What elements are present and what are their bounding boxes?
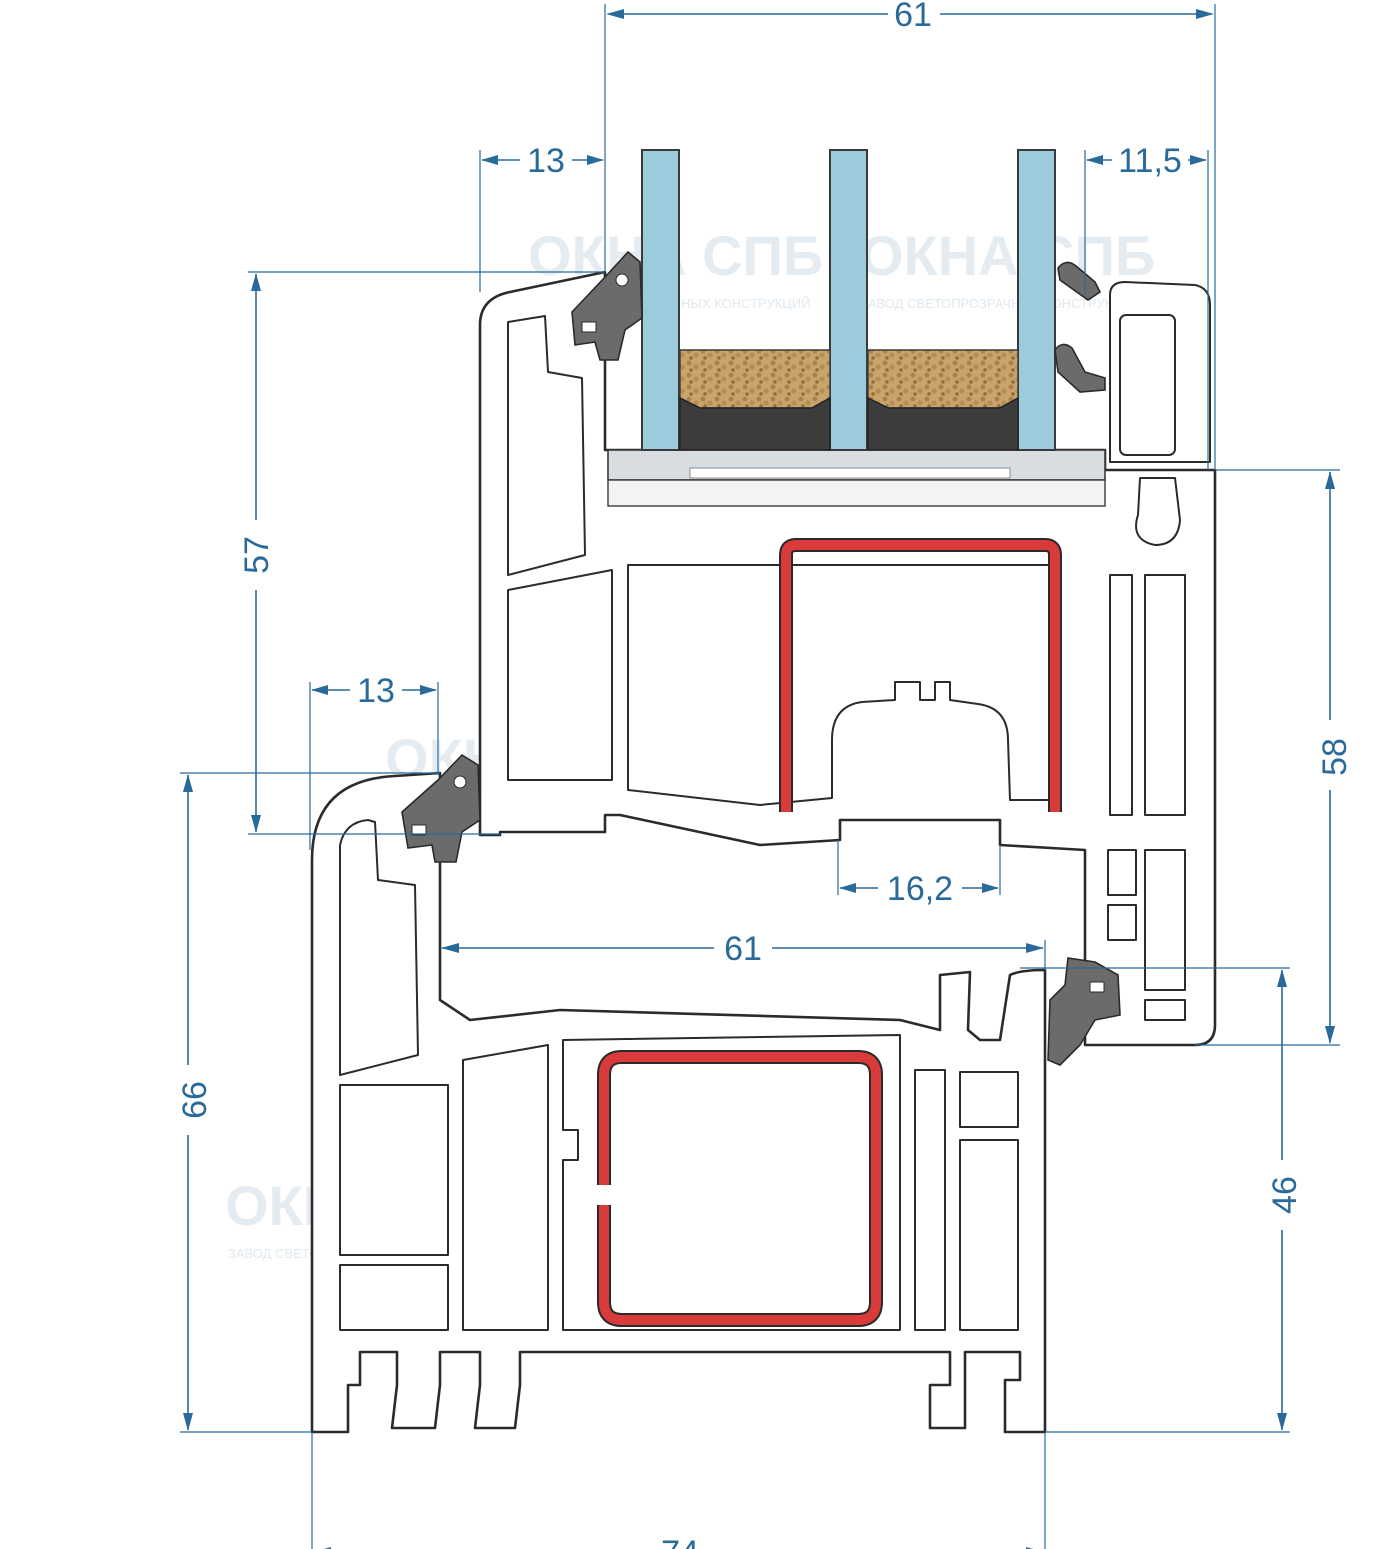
glazing-bridge (607, 479, 1106, 507)
frame-chamber-outer-3 (339, 1264, 449, 1331)
dim-sash-overlap-height: 58 (1316, 738, 1354, 776)
glass-pane-2 (829, 149, 868, 451)
watermark-brand-2: ОКНА СПБ (860, 224, 1155, 287)
sash-chamber-3 (1109, 574, 1133, 816)
frame-chamber-outer-1 (339, 819, 419, 1076)
frame-chamber-inner-1 (914, 1069, 946, 1331)
gasket-hole (1089, 981, 1105, 993)
dim-frame-rebate-height: 46 (1266, 1176, 1304, 1214)
frame-inner-gasket (1047, 957, 1121, 1066)
sash-chamber-7 (1144, 849, 1186, 991)
dim-frame-height: 66 (176, 1081, 214, 1119)
sash-chamber-2 (507, 569, 613, 781)
gasket-hole (615, 273, 629, 287)
gasket-hole (581, 321, 597, 333)
spacer-sealant-2 (867, 396, 1019, 451)
spacer-desiccant-2 (867, 349, 1019, 409)
dim-steel-gap: 16,2 (887, 870, 953, 908)
dim-sash-depth-top: 61 (894, 0, 932, 34)
dim-sash-height: 57 (238, 536, 276, 574)
glass-pane-3 (1017, 149, 1056, 451)
gasket-hole (411, 824, 427, 836)
spacer-desiccant-1 (679, 349, 831, 409)
frame-reinforcement (597, 1050, 883, 1327)
sash-steel-chamber (627, 564, 1056, 806)
sash-chamber-8 (1144, 999, 1186, 1021)
frame-chamber-outer-2 (339, 1084, 449, 1256)
dim-frame-rebate: 13 (357, 672, 395, 710)
dim-frame-inner-depth: 61 (724, 930, 762, 968)
gasket-hole (453, 775, 467, 789)
dimension-lines: 61 13 11,5 57 13 58 (176, 0, 1354, 1549)
dim-glazing-rebate-right: 11,5 (1118, 142, 1182, 180)
dim-glazing-rebate-left: 13 (527, 142, 565, 180)
frame-profile (310, 771, 1047, 1434)
frame-chamber-mid (462, 1044, 549, 1331)
watermark-tagline-2: ЗАВОД СВЕТОПРОЗРАЧНЫХ КОНСТРУКЦИЙ (860, 296, 1141, 311)
glazing-inner-gasket-bottom (1054, 343, 1106, 393)
spacer-sealant-1 (679, 396, 831, 451)
sash-chamber-5 (1107, 849, 1137, 896)
glazing-unit (641, 149, 1056, 451)
sash-chamber-1 (507, 315, 586, 576)
frame-chamber-inner-3 (959, 1139, 1019, 1331)
glazing-support (607, 449, 1106, 507)
sash-reinforcement (779, 538, 1062, 812)
frame-chamber-inner-2 (959, 1071, 1019, 1128)
dim-frame-depth: 74 (661, 1534, 699, 1549)
sash-bead-chamber (1119, 314, 1176, 456)
sash-chamber-4 (1144, 574, 1186, 816)
frame-steel-chamber (562, 1034, 901, 1331)
gaskets (401, 250, 1121, 1066)
glass-pane-1 (641, 149, 680, 451)
sash-chamber-6 (1107, 904, 1137, 941)
bead-clip (1135, 477, 1181, 546)
glazing-block-slot (689, 467, 1011, 479)
glazing-inner-gasket-top (1057, 261, 1102, 301)
